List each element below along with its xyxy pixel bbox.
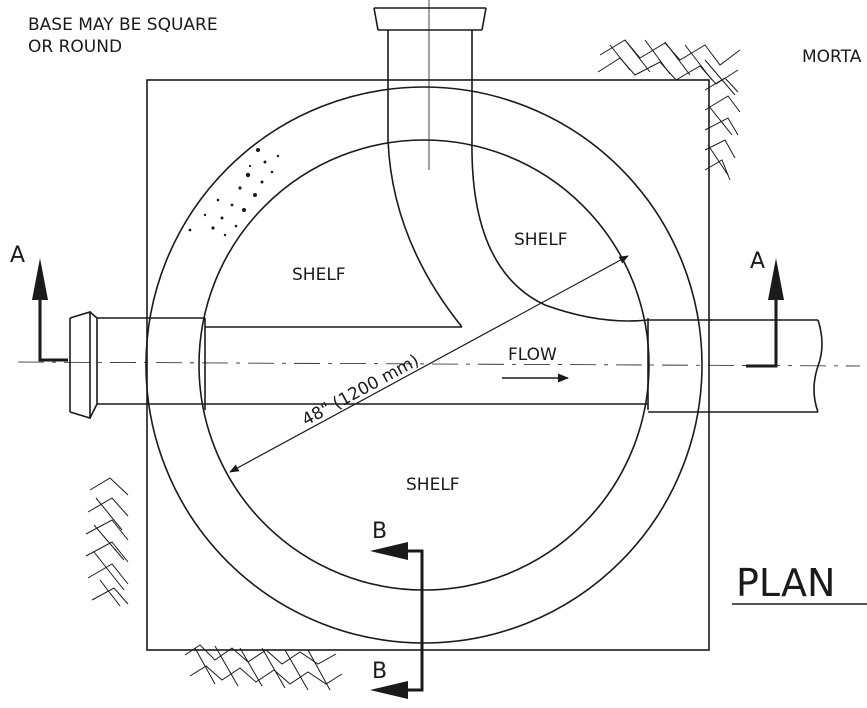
shelf-label-bottom: SHELF xyxy=(406,475,460,495)
section-a-right-label: A xyxy=(750,249,765,274)
soil-hatch-bottom xyxy=(184,644,343,691)
section-b-top-label: B xyxy=(372,519,387,544)
shelf-label-right: SHELF xyxy=(514,230,568,250)
inlet-bend xyxy=(373,7,649,328)
section-b-bottom-label: B xyxy=(372,659,387,684)
plan-view-title: PLAN xyxy=(736,561,835,605)
section-a-left-label: A xyxy=(10,243,25,268)
mortar-note: MORTA xyxy=(802,47,862,67)
manhole-outer-wall xyxy=(145,86,703,644)
base-note-line2: OR ROUND xyxy=(28,37,122,57)
base-note-line1: BASE MAY BE SQUARE xyxy=(28,15,218,35)
section-a-left-marker xyxy=(32,258,68,362)
manhole-inner-wall xyxy=(198,139,650,591)
soil-hatch-bottom-left xyxy=(85,477,129,607)
pipe-centerline xyxy=(17,361,861,367)
section-a-right-marker xyxy=(746,258,784,368)
concrete-speckle xyxy=(188,148,280,237)
diameter-label: 48" (1200 mm) xyxy=(299,351,423,431)
shelf-label-left: SHELF xyxy=(292,265,346,285)
soil-hatch-top-right xyxy=(597,39,741,181)
flow-label: FLOW xyxy=(508,345,557,365)
diameter-dimension-line xyxy=(229,255,629,473)
section-b-marker xyxy=(370,542,424,699)
